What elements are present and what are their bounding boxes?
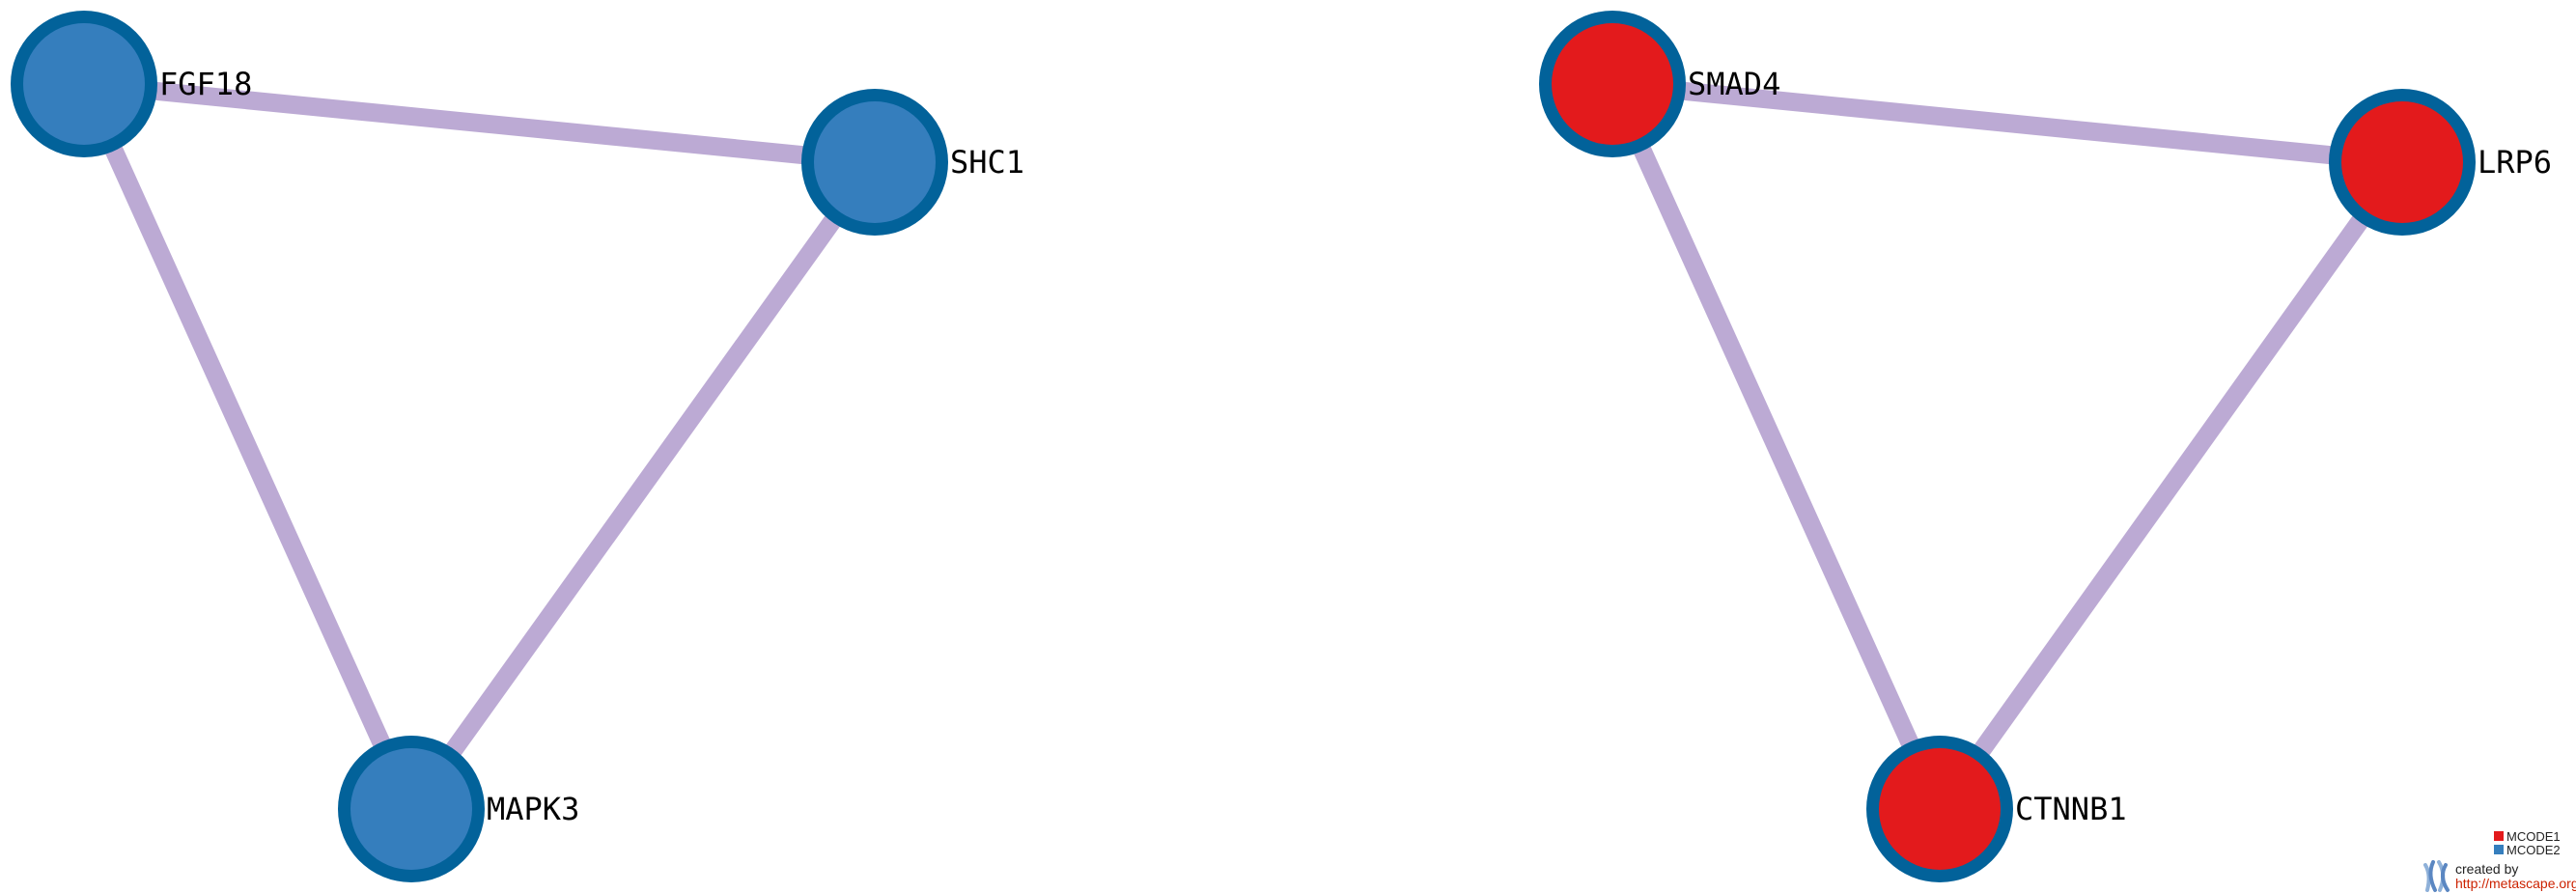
edge-lrp6-ctnnb1 (1932, 156, 2410, 815)
edge-smad4-lrp6 (1611, 74, 2403, 172)
legend-label-mcode2: MCODE2 (2506, 843, 2561, 857)
node-ctnnb1[interactable]: CTNNB1 (1866, 736, 2127, 882)
credit-link[interactable]: http://metascape.org (2455, 876, 2576, 891)
edge-fgf18-mapk3 (75, 80, 420, 813)
legend-swatch-mcode2 (2494, 845, 2504, 854)
node-fill (23, 23, 145, 145)
node-label: SMAD4 (1688, 66, 1780, 102)
edge-shc1-mapk3 (404, 156, 882, 815)
node-fill (350, 748, 472, 870)
node-label: FGF18 (159, 66, 252, 102)
legend-swatch-mcode1 (2494, 831, 2504, 841)
credit-block: created by http://metascape.org (2423, 860, 2576, 892)
legend-label-mcode1: MCODE1 (2506, 829, 2561, 844)
node-label: CTNNB1 (2015, 791, 2127, 827)
credit-created-by: created by (2455, 861, 2518, 877)
edge-smad4-ctnnb1 (1604, 80, 1948, 813)
node-mapk3[interactable]: MAPK3 (338, 736, 579, 882)
node-shc1[interactable]: SHC1 (801, 89, 1024, 236)
edge-fgf18-shc1 (83, 74, 876, 172)
node-lrp6[interactable]: LRP6 (2329, 89, 2552, 236)
node-fgf18[interactable]: FGF18 (11, 11, 252, 157)
node-fill (1879, 748, 2001, 870)
node-smad4[interactable]: SMAD4 (1539, 11, 1780, 157)
node-fill (814, 101, 936, 223)
legend: MCODE1 MCODE2 (2494, 829, 2561, 857)
node-label: SHC1 (950, 144, 1024, 181)
edges-layer (75, 74, 2410, 815)
metascape-logo-icon (2423, 860, 2450, 892)
node-label: LRP6 (2478, 144, 2552, 181)
node-label: MAPK3 (487, 791, 579, 827)
node-fill (2341, 101, 2463, 223)
node-fill (1552, 23, 1673, 145)
